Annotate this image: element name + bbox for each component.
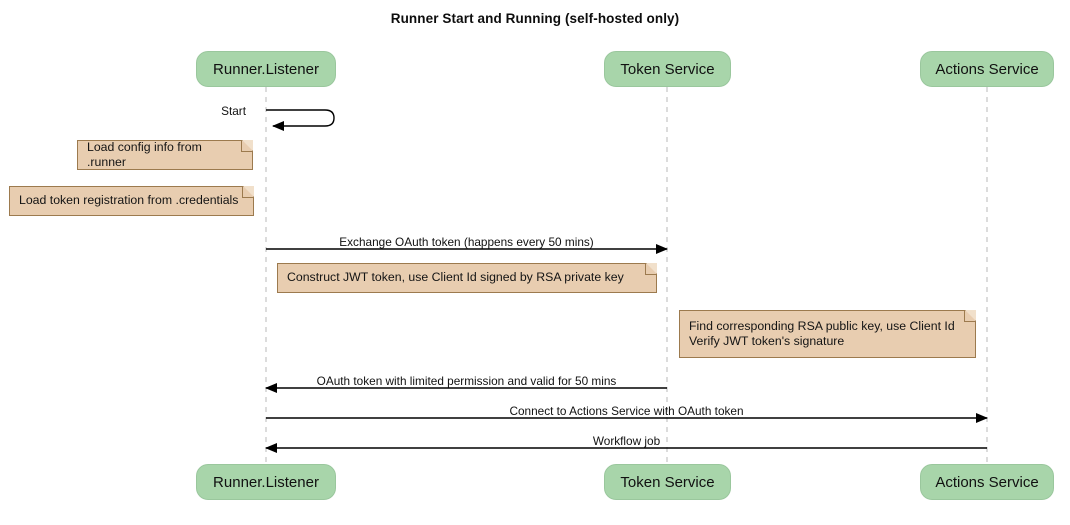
- participant-actions-bottom[interactable]: Actions Service: [920, 464, 1054, 500]
- note-text: Load token registration from .credential…: [19, 193, 239, 208]
- note-text: Construct JWT token, use Client Id signe…: [287, 270, 624, 285]
- participant-label: Runner.Listener: [213, 473, 319, 491]
- note-text: Find corresponding RSA public key, use C…: [689, 318, 955, 349]
- participant-label: Token Service: [620, 60, 715, 78]
- msg-exchange-oauth-label: Exchange OAuth token (happens every 50 m…: [339, 235, 594, 249]
- participant-token-bottom[interactable]: Token Service: [604, 464, 731, 500]
- msg-start-path: [266, 109, 335, 131]
- msg-workflow-job-label: Workflow job: [592, 434, 661, 448]
- note-fold-corner-icon: [243, 186, 254, 197]
- note-fold-corner-icon: [646, 263, 657, 274]
- note-load-config: Load config info from .runner: [77, 140, 253, 170]
- msg-start-label: Start: [221, 104, 246, 118]
- note-verify-jwt: Find corresponding RSA public key, use C…: [679, 310, 976, 358]
- participant-label: Runner.Listener: [213, 60, 319, 78]
- note-fold-corner-icon: [965, 310, 976, 321]
- participant-runner-top[interactable]: Runner.Listener: [196, 51, 336, 87]
- participant-label: Actions Service: [935, 473, 1039, 491]
- diagram-title: Runner Start and Running (self-hosted on…: [390, 11, 680, 26]
- msg-connect-actions-label: Connect to Actions Service with OAuth to…: [509, 404, 744, 418]
- note-text: Load config info from .runner: [87, 139, 202, 170]
- lifelines-group: [265, 87, 988, 463]
- note-load-token: Load token registration from .credential…: [9, 186, 254, 216]
- participant-token-top[interactable]: Token Service: [604, 51, 731, 87]
- participant-actions-top[interactable]: Actions Service: [920, 51, 1054, 87]
- participant-runner-bottom[interactable]: Runner.Listener: [196, 464, 336, 500]
- participant-label: Token Service: [620, 473, 715, 491]
- note-fold-corner-icon: [242, 140, 253, 151]
- messages-group: [265, 109, 988, 453]
- note-construct-jwt: Construct JWT token, use Client Id signe…: [277, 263, 657, 293]
- msg-oauth-return-label: OAuth token with limited permission and …: [316, 374, 617, 388]
- participant-label: Actions Service: [935, 60, 1039, 78]
